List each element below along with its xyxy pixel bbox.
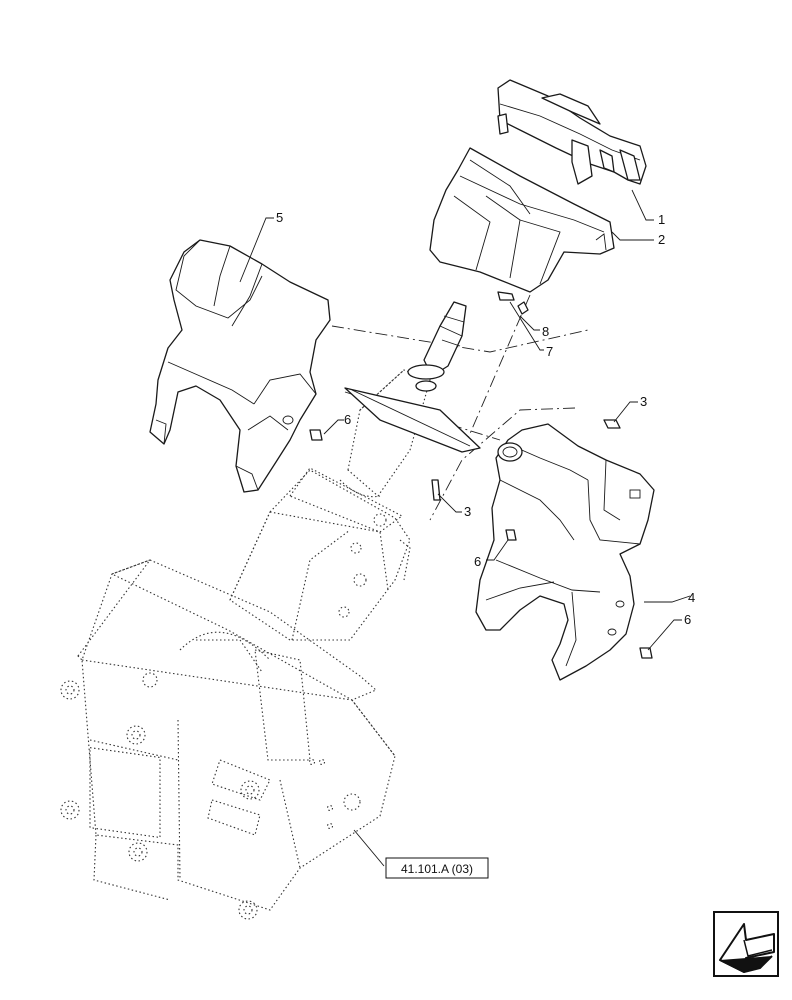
steering-shaft xyxy=(344,301,481,453)
part-6-bolt-mid xyxy=(505,529,517,541)
callout-1: 1 xyxy=(658,212,665,227)
callout-labels: 1 2 3 3 4 5 6 6 6 7 8 xyxy=(276,210,695,627)
callout-3-lower: 3 xyxy=(464,504,471,519)
part-7-clip-and-part-8-screw xyxy=(497,291,529,315)
part-2-lower-housing xyxy=(429,147,615,293)
part-6-bolt-left xyxy=(309,429,323,441)
callout-5: 5 xyxy=(276,210,283,225)
fasteners xyxy=(309,419,653,659)
callout-6-left: 6 xyxy=(344,412,351,427)
callout-4: 4 xyxy=(688,590,695,605)
callout-7: 7 xyxy=(546,344,553,359)
callout-6-right: 6 xyxy=(684,612,691,627)
part-3-screw-lower xyxy=(431,479,441,501)
steering-column-tube xyxy=(229,369,431,641)
steering-column-base-frame xyxy=(60,558,396,920)
callout-2: 2 xyxy=(658,232,665,247)
leader-lines xyxy=(239,189,691,867)
part-4-right-shroud xyxy=(475,423,655,681)
reference-label: 41.101.A (03) xyxy=(401,862,473,876)
part-5-left-shroud xyxy=(149,239,331,493)
callout-8: 8 xyxy=(542,324,549,339)
arrow-navigation-icon[interactable] xyxy=(713,911,779,977)
part-6-bolt-right xyxy=(639,647,653,659)
reference-box[interactable]: 41.101.A (03) xyxy=(385,857,489,879)
callout-6-mid: 6 xyxy=(474,554,481,569)
part-3-screw-upper xyxy=(603,419,621,429)
part-1-upper-cover xyxy=(497,79,647,185)
callout-3-upper: 3 xyxy=(640,394,647,409)
